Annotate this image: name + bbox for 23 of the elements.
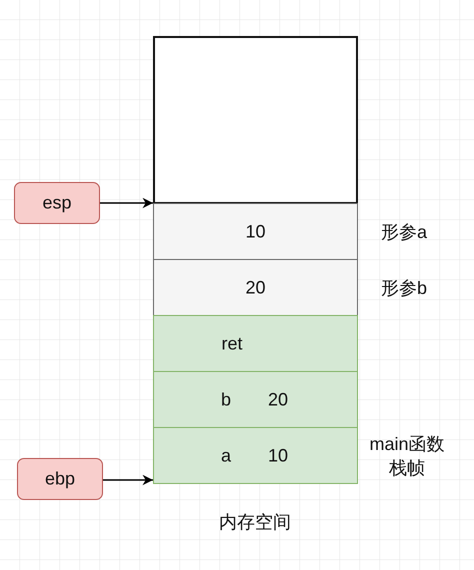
cell-text: 20	[245, 277, 266, 298]
parameter-label: 形参b	[381, 277, 428, 300]
cell-text: 10	[245, 221, 266, 242]
pointer-box	[14, 182, 100, 224]
cell-text: 10	[268, 445, 288, 466]
cell-text: a	[221, 445, 231, 466]
cell-text: ret	[222, 333, 242, 354]
cell-text: esp	[42, 192, 72, 214]
stack-cell	[153, 427, 358, 484]
arrow	[100, 198, 153, 208]
frame-label: main函数栈帧	[368, 433, 446, 480]
stack-cell	[153, 259, 358, 316]
stack-cell	[153, 315, 358, 372]
stack-cell	[153, 371, 358, 428]
stack-cell	[153, 203, 358, 260]
memory-box	[153, 36, 358, 204]
caption: 内存空间	[218, 511, 292, 534]
arrow	[103, 474, 153, 486]
cell-text: ebp	[44, 468, 76, 490]
pointer-box	[17, 458, 103, 500]
cell-text: 20	[268, 389, 288, 410]
cell-text: b	[221, 389, 231, 410]
parameter-label: 形参a	[381, 221, 428, 244]
